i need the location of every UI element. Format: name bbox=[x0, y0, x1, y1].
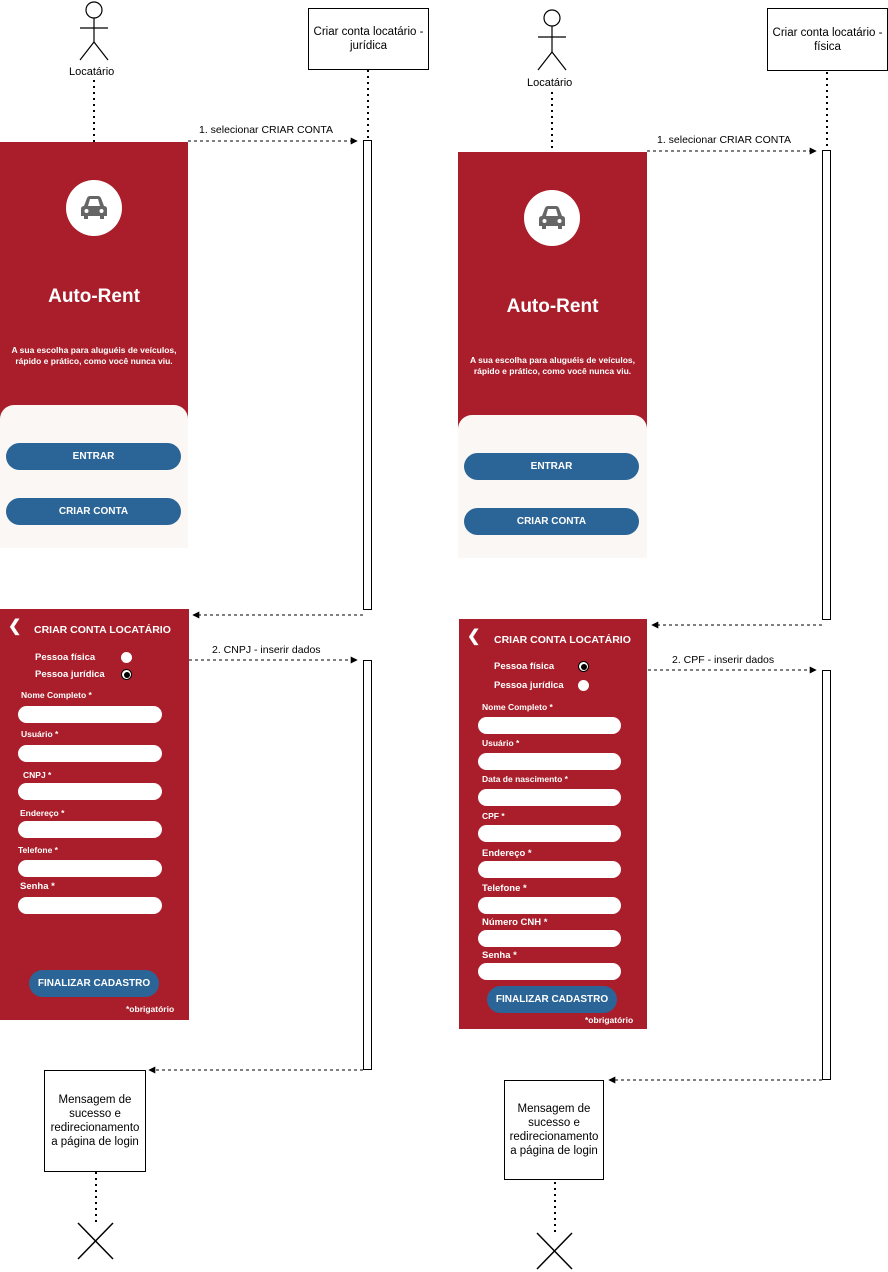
result-box-left-text: Mensagem de sucesso e redirecionamento a… bbox=[50, 1094, 140, 1148]
car-icon bbox=[524, 190, 580, 246]
splash-panel: ENTRAR CRIAR CONTA bbox=[458, 415, 647, 558]
create-account-button[interactable]: CRIAR CONTA bbox=[6, 498, 181, 525]
field-label-nome: Nome Completo * bbox=[482, 702, 553, 712]
actor-label-right: Locatário bbox=[527, 77, 573, 89]
input-senha[interactable] bbox=[18, 897, 162, 914]
input-nascimento[interactable] bbox=[478, 789, 621, 806]
input-endereco[interactable] bbox=[478, 861, 621, 878]
msg2-label-right: 2. CPF - inserir dados bbox=[672, 654, 775, 666]
input-cnh[interactable] bbox=[478, 930, 621, 947]
field-label-nome: Nome Completo * bbox=[21, 690, 92, 700]
lifeline-box-left-text: Criar conta locatário - jurídica bbox=[313, 26, 424, 52]
input-telefone[interactable] bbox=[478, 897, 621, 914]
activation-bar-right-2 bbox=[822, 670, 831, 1080]
activation-bar-left-1 bbox=[363, 140, 372, 610]
required-note: *obrigatório bbox=[126, 1004, 175, 1014]
input-usuario[interactable] bbox=[18, 745, 162, 762]
input-nome[interactable] bbox=[18, 706, 162, 723]
destroy-x-right bbox=[536, 1232, 573, 1270]
submit-button[interactable]: FINALIZAR CADASTRO bbox=[29, 970, 159, 997]
field-label-cnpj: CNPJ * bbox=[23, 770, 52, 780]
field-label-telefone: Telefone * bbox=[482, 883, 527, 894]
result-box-right: Mensagem de sucesso e redirecionamento a… bbox=[504, 1080, 604, 1180]
field-label-cnh: Número CNH * bbox=[482, 917, 548, 928]
radio-fisica[interactable] bbox=[121, 652, 132, 663]
radio-label-fisica: Pessoa física bbox=[35, 652, 96, 663]
app-tagline: A sua escolha para aluguéis de veículos,… bbox=[11, 345, 177, 366]
radio-juridica[interactable] bbox=[121, 669, 132, 680]
msg1-label-right: 1. selecionar CRIAR CONTA bbox=[657, 134, 792, 146]
car-icon bbox=[66, 180, 122, 236]
field-label-usuario: Usuário * bbox=[21, 729, 59, 739]
field-label-senha: Senha * bbox=[482, 950, 517, 961]
submit-button[interactable]: FINALIZAR CADASTRO bbox=[487, 986, 617, 1013]
input-senha[interactable] bbox=[478, 963, 621, 980]
actor-label-left: Locatário bbox=[69, 66, 115, 78]
msg2-label-left: 2. CNPJ - inserir dados bbox=[212, 644, 321, 656]
splash-screen-right: Auto-Rent A sua escolha para aluguéis de… bbox=[458, 152, 647, 558]
splash-screen-left: Auto-Rent A sua escolha para aluguéis de… bbox=[0, 142, 188, 548]
app-tagline: A sua escolha para aluguéis de veículos,… bbox=[469, 355, 636, 376]
splash-panel: ENTRAR CRIAR CONTA bbox=[0, 405, 188, 548]
lifeline-box-right: Criar conta locatário - física bbox=[767, 8, 888, 71]
chevron-left-icon[interactable]: ❮ bbox=[8, 618, 22, 635]
activation-bar-right-1 bbox=[822, 150, 831, 620]
register-form-right: ❮ CRIAR CONTA LOCATÁRIO Pessoa física Pe… bbox=[459, 619, 647, 1029]
result-box-left: Mensagem de sucesso e redirecionamento a… bbox=[44, 1070, 146, 1172]
field-label-endereco: Endereço * bbox=[20, 808, 65, 818]
input-nome[interactable] bbox=[478, 717, 621, 734]
app-title: Auto-Rent bbox=[506, 296, 599, 317]
msg1-label-left: 1. selecionar CRIAR CONTA bbox=[199, 124, 334, 136]
actor-stick-figure-left bbox=[79, 1, 109, 61]
radio-fisica[interactable] bbox=[578, 661, 589, 672]
field-label-senha: Senha * bbox=[20, 881, 55, 892]
field-label-usuario: Usuário * bbox=[482, 738, 520, 748]
login-button[interactable]: ENTRAR bbox=[6, 443, 181, 470]
chevron-left-icon[interactable]: ❮ bbox=[467, 628, 481, 645]
create-account-button[interactable]: CRIAR CONTA bbox=[464, 508, 639, 535]
field-label-nascimento: Data de nascimento * bbox=[482, 774, 568, 784]
radio-label-juridica: Pessoa jurídica bbox=[494, 680, 564, 691]
field-label-endereco: Endereço * bbox=[482, 848, 532, 859]
required-note: *obrigatório bbox=[585, 1015, 634, 1025]
destroy-x-left bbox=[77, 1222, 114, 1260]
input-cnpj[interactable] bbox=[18, 783, 162, 800]
actor-stick-figure-right bbox=[537, 9, 567, 71]
radio-label-juridica: Pessoa jurídica bbox=[35, 669, 105, 680]
field-label-cpf: CPF * bbox=[482, 811, 505, 821]
lifeline-box-left: Criar conta locatário - jurídica bbox=[308, 8, 429, 70]
login-button[interactable]: ENTRAR bbox=[464, 453, 639, 480]
input-usuario[interactable] bbox=[478, 753, 621, 770]
lifeline-box-right-text: Criar conta locatário - física bbox=[772, 26, 883, 53]
form-title: CRIAR CONTA LOCATÁRIO bbox=[494, 634, 631, 646]
input-telefone[interactable] bbox=[18, 860, 162, 877]
input-cpf[interactable] bbox=[478, 825, 621, 842]
result-box-right-text: Mensagem de sucesso e redirecionamento a… bbox=[509, 1103, 599, 1157]
radio-juridica[interactable] bbox=[578, 680, 589, 691]
app-title: Auto-Rent bbox=[48, 286, 140, 307]
activation-bar-left-2 bbox=[363, 660, 372, 1070]
form-title: CRIAR CONTA LOCATÁRIO bbox=[34, 624, 171, 636]
input-endereco[interactable] bbox=[18, 821, 162, 838]
field-label-telefone: Telefone * bbox=[18, 845, 58, 855]
radio-label-fisica: Pessoa física bbox=[494, 661, 555, 672]
register-form-left: ❮ CRIAR CONTA LOCATÁRIO Pessoa física Pe… bbox=[0, 609, 189, 1020]
